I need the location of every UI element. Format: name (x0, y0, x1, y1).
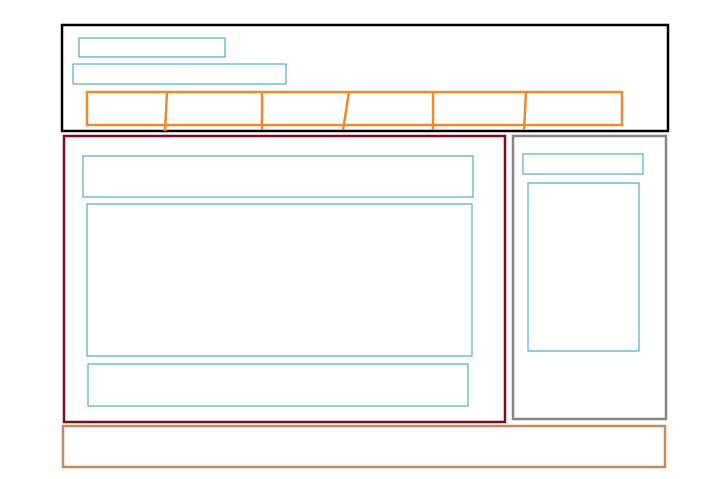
nav-bar-frame (85, 90, 624, 127)
header-title-placeholder (78, 37, 226, 58)
main-footer-block (87, 363, 469, 407)
nav-tab-divider-5 (522, 91, 528, 131)
main-heading-block (82, 155, 474, 198)
footer-region (61, 424, 667, 469)
main-content-region (62, 134, 507, 424)
nav-tab-divider-3 (341, 91, 351, 131)
main-body-block (86, 203, 473, 357)
sidebar-content-block (527, 182, 640, 352)
sidebar-title-block (522, 153, 644, 175)
nav-tab-divider-1 (163, 91, 169, 132)
header-region (60, 23, 670, 133)
sidebar-region (511, 134, 668, 421)
header-subtitle-placeholder (72, 63, 287, 85)
nav-bar (85, 90, 624, 132)
